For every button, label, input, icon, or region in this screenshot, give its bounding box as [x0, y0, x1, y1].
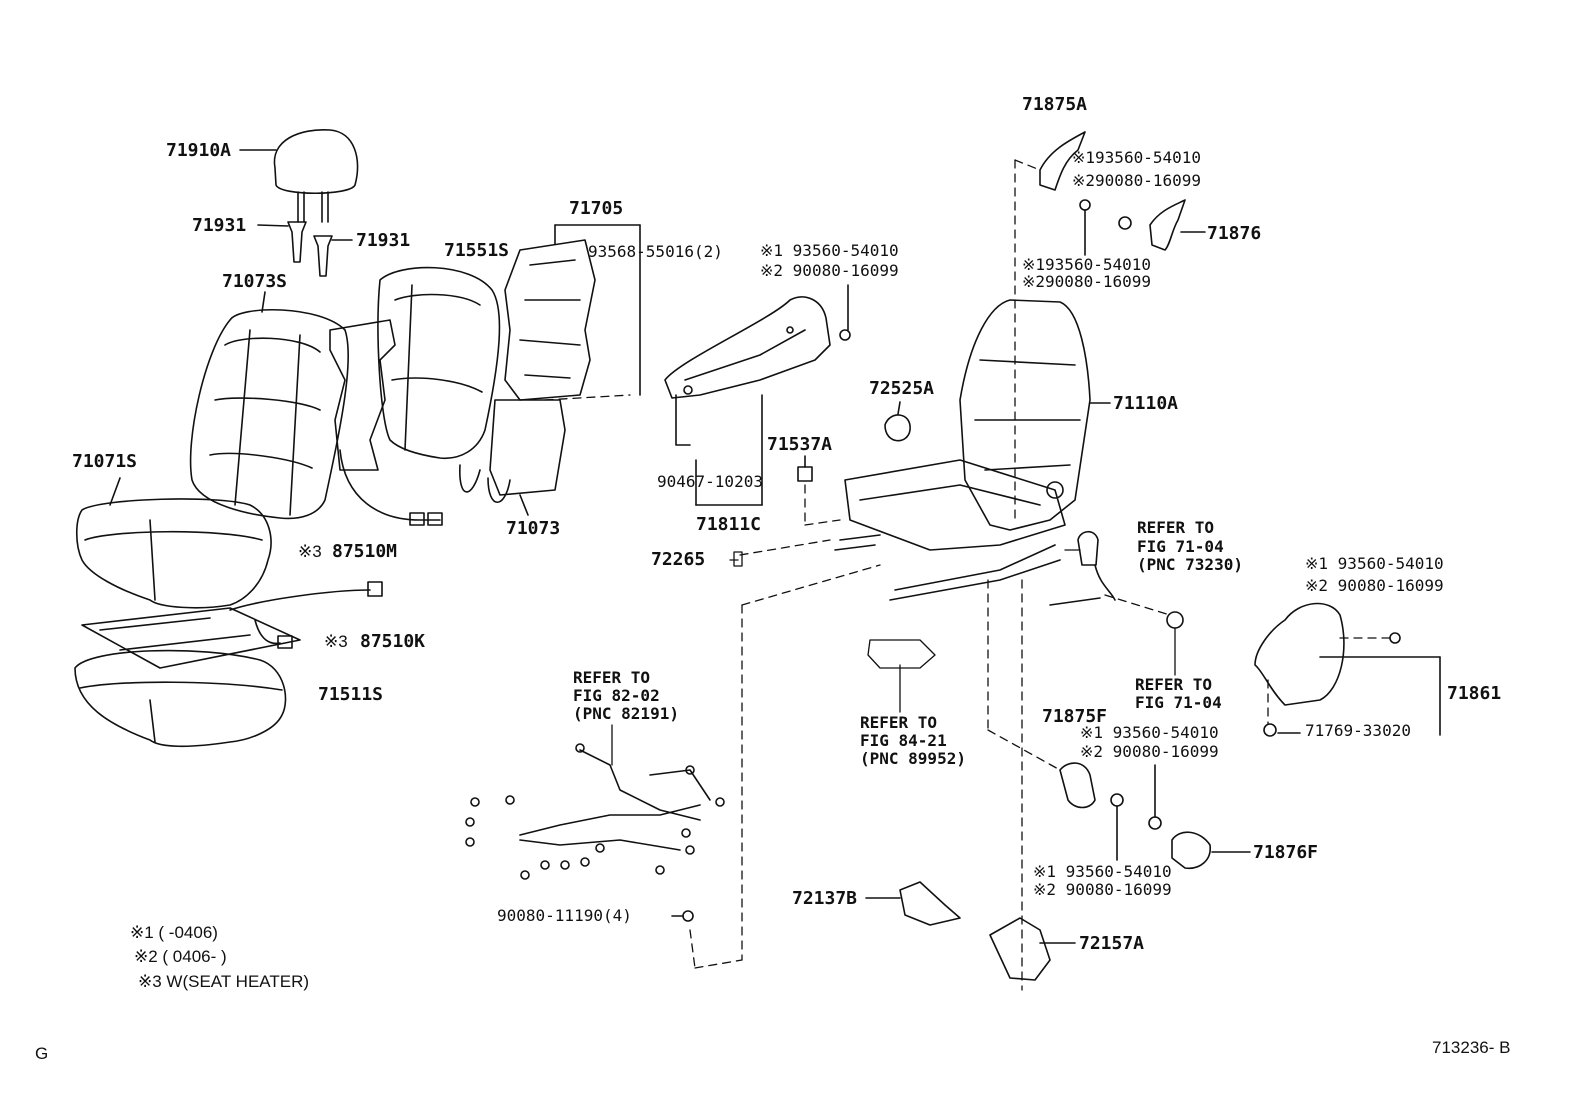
refer-84-21-line1: REFER TO: [860, 713, 938, 732]
part-label-87510k: 87510K: [360, 631, 426, 652]
part-label-71875f: 71875F: [1042, 706, 1108, 727]
part-label-93568: 93568-55016(2): [588, 242, 723, 261]
top-note-1: ※193560-54010: [1072, 148, 1201, 167]
bottom-note-1: ※1 93560-54010: [1033, 862, 1172, 881]
part-label-71705: 71705: [569, 198, 624, 219]
part-label-90080-11190: 90080-11190(4): [497, 906, 632, 925]
part-label-71875a: 71875A: [1022, 94, 1088, 115]
part-label-71931-left: 71931: [192, 215, 247, 236]
bottom-note-2: ※2 90080-16099: [1033, 880, 1172, 899]
refer-82-02-line3: (PNC 82191): [573, 704, 679, 723]
part-label-72525a: 72525A: [869, 378, 935, 399]
refer-71-04a-line3: (PNC 73230): [1137, 555, 1243, 574]
refer-84-21-line2: FIG 84-21: [860, 731, 947, 750]
wire-harness-drawing: [465, 743, 725, 922]
seatback-heater-drawing: [329, 319, 443, 526]
part-label-71876: 71876: [1207, 223, 1262, 244]
seat-frame-drawing: [834, 299, 1111, 601]
mid-note-2: ※290080-16099: [1022, 272, 1151, 291]
part-label-71769: 71769-33020: [1305, 721, 1411, 740]
mark-label-87510k: ※3: [324, 632, 348, 651]
right-note-1: ※1 93560-54010: [1305, 554, 1444, 573]
refer-82-02-line2: FIG 82-02: [573, 686, 660, 705]
corner-letter: G: [35, 1044, 49, 1063]
armrest-note-2: ※2 90080-16099: [760, 261, 899, 280]
part-label-71511s: 71511S: [318, 684, 384, 705]
seat-heater-drawing: [81, 581, 383, 669]
refer-84-21-line3: (PNC 89952): [860, 749, 966, 768]
part-label-90467: 90467-10203: [657, 472, 763, 491]
f-note-2: ※2 90080-16099: [1080, 742, 1219, 761]
seatback-cover-drawing: [189, 291, 350, 520]
part-label-71071s: 71071S: [72, 451, 138, 472]
seat-cushion-cover-drawing: [75, 477, 272, 609]
part-label-72265: 72265: [651, 549, 706, 570]
top-note-2: ※290080-16099: [1072, 171, 1201, 190]
part-label-71551s: 71551S: [444, 240, 510, 261]
armrest-bolt-drawing: [839, 284, 851, 341]
part-label-71537a: 71537A: [767, 434, 833, 455]
figure-code: 713236- B: [1432, 1038, 1511, 1057]
shield-upper-drawing: [1039, 131, 1206, 256]
part-label-71073s: 71073S: [222, 271, 288, 292]
seat-pad-drawing: [74, 649, 287, 748]
clip-drawing: [797, 455, 813, 482]
part-label-71110a: 71110A: [1113, 393, 1179, 414]
mark-label-87510m: ※3: [298, 542, 322, 561]
legend-line-2: ※2 ( 0406- ): [134, 947, 227, 966]
knob-drawing: [884, 401, 911, 442]
seatback-panel-drawing: [504, 224, 641, 401]
shield-lower-drawing: [1059, 762, 1251, 870]
legend-line-3: ※3 W(SEAT HEATER): [138, 972, 310, 991]
part-label-72157a: 72157A: [1079, 933, 1145, 954]
right-note-2: ※2 90080-16099: [1305, 576, 1444, 595]
f-note-1: ※1 93560-54010: [1080, 723, 1219, 742]
part-label-87510m: 87510M: [332, 541, 398, 562]
refer-82-02-line1: REFER TO: [573, 668, 651, 687]
part-label-71931-right: 71931: [356, 230, 411, 251]
side-shield-drawing: [1254, 602, 1441, 737]
seatback-board-drawing: [459, 399, 566, 516]
lower-cover-drawing: [865, 881, 1076, 981]
refer-71-04b-line1: REFER TO: [1135, 675, 1213, 694]
headrest-guides-drawing: [257, 221, 353, 277]
part-label-71876f: 71876F: [1253, 842, 1319, 863]
part-label-71811c: 71811C: [696, 514, 762, 535]
refer-71-04a-line2: FIG 71-04: [1137, 537, 1224, 556]
part-label-71073: 71073: [506, 518, 561, 539]
mid-note-1: ※193560-54010: [1022, 255, 1151, 274]
armrest-drawing: [664, 296, 831, 506]
refer-71-04a-line1: REFER TO: [1137, 518, 1215, 537]
part-label-72137b: 72137B: [792, 888, 858, 909]
headrest-drawing: [239, 129, 359, 223]
refer-leaders: [611, 549, 1176, 766]
part-label-71910a: 71910A: [166, 140, 232, 161]
part-label-71861: 71861: [1447, 683, 1502, 704]
leader-lines: [544, 159, 1391, 991]
legend-line-1: ※1 ( -0406): [130, 923, 218, 942]
seatback-pad-drawing: [377, 266, 501, 459]
refer-71-04b-line2: FIG 71-04: [1135, 693, 1222, 712]
armrest-note-1: ※1 93560-54010: [760, 241, 899, 260]
